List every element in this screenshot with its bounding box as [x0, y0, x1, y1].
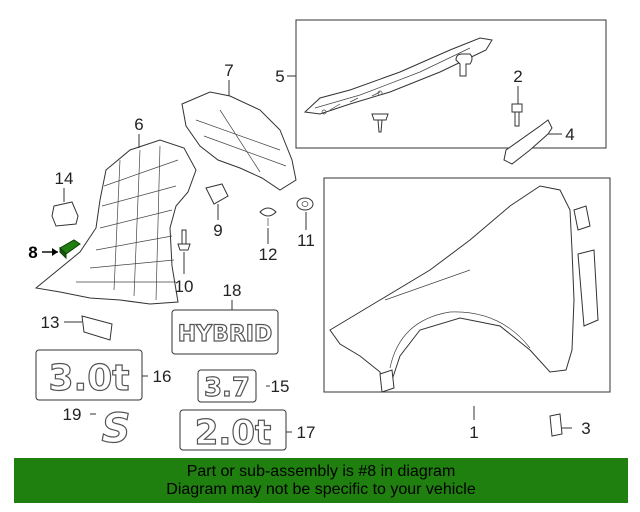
callout-2: 2 — [513, 67, 522, 86]
callout-5: 5 — [275, 67, 284, 86]
leader-lines — [63, 75, 572, 433]
part-8-highlighted — [42, 239, 81, 260]
callout-4: 4 — [565, 125, 574, 144]
callout-10: 10 — [175, 277, 194, 296]
callout-12: 12 — [259, 245, 278, 264]
callout-16: 16 — [153, 367, 172, 386]
callout-3: 3 — [581, 419, 590, 438]
emblem-hybrid: HYBRID — [178, 322, 273, 347]
callout-18: 18 — [223, 281, 242, 300]
callout-7: 7 — [224, 61, 233, 80]
emblem-3-0t: 3.0t — [49, 358, 130, 399]
emblem-2-0t: 2.0t — [195, 413, 271, 453]
callout-1: 1 — [469, 423, 478, 442]
banner-line-1: Part or sub-assembly is #8 in diagram — [186, 462, 456, 480]
part-7-liner — [181, 91, 297, 191]
callout-11: 11 — [297, 231, 315, 250]
callout-6: 6 — [134, 115, 143, 134]
emblem-s: S — [102, 406, 131, 452]
callout-14: 14 — [55, 169, 74, 188]
callout-13: 13 — [41, 313, 60, 332]
part-5-inset-box — [295, 19, 607, 149]
emblem-boxes — [35, 309, 287, 451]
info-banner: Part or sub-assembly is #8 in diagram Di… — [14, 458, 628, 503]
callout-15: 15 — [271, 377, 290, 396]
callout-8: 8 — [28, 243, 37, 262]
emblem-3-7: 3.7 — [204, 373, 250, 403]
banner-line-2: Diagram may not be specific to your vehi… — [166, 480, 476, 498]
parts-diagram: HYBRID 3.0t 3.7 2.0t S 1 2 3 4 5 6 7 8 9… — [28, 19, 611, 454]
part-6-fender-liner — [34, 139, 197, 305]
callout-17: 17 — [297, 423, 316, 442]
callout-19: 19 — [63, 405, 82, 424]
part-1-fender-box — [323, 177, 611, 393]
callout-9: 9 — [213, 221, 222, 240]
small-parts — [51, 103, 563, 437]
